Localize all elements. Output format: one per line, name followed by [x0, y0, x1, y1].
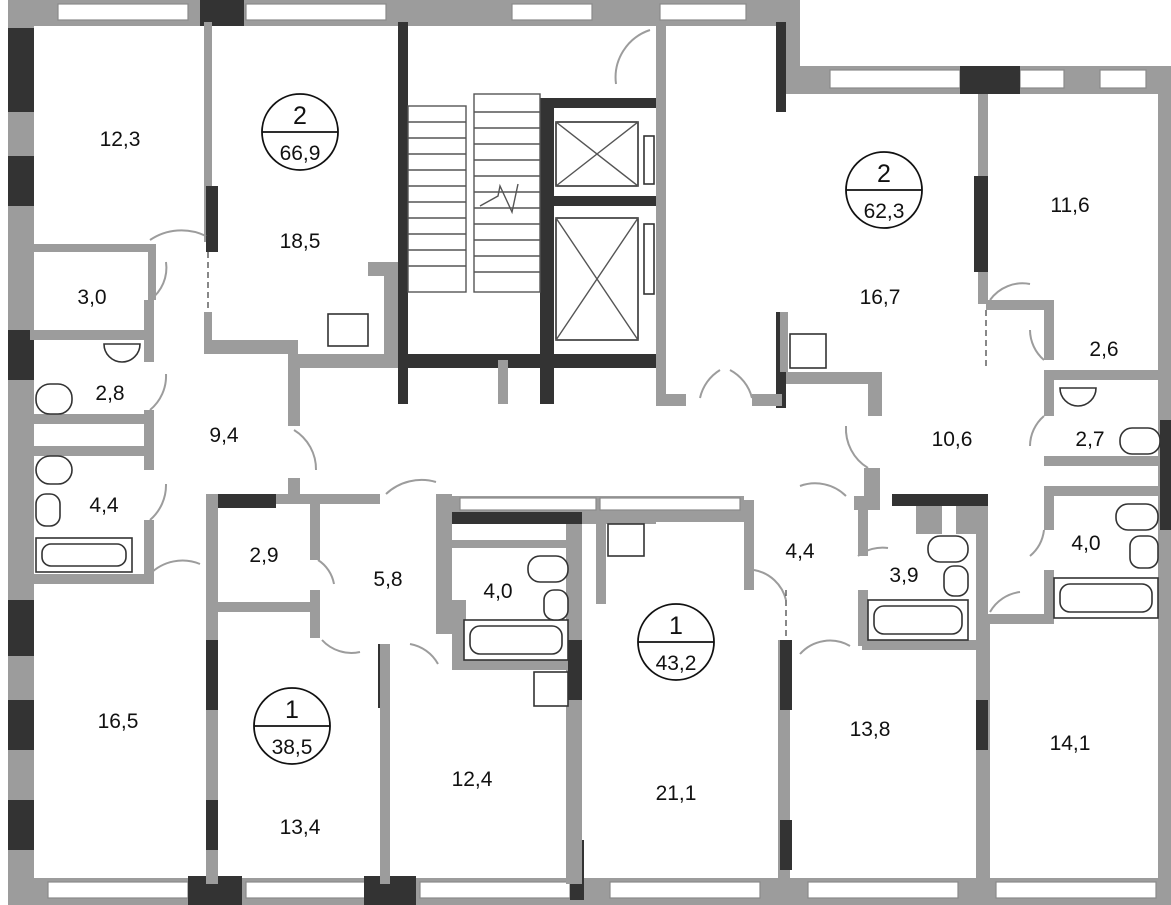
room-area-label: 2,7: [1075, 428, 1104, 451]
stairs: [407, 93, 541, 293]
apartment-total-area: 38,5: [272, 736, 313, 759]
room-area-label: 10,6: [932, 428, 973, 451]
room-area-label: 12,3: [100, 128, 141, 151]
apartment-total-area: 62,3: [864, 200, 905, 223]
apartment-badge: 2 62,3: [845, 151, 923, 229]
sanitary-fixtures: [35, 313, 1161, 707]
door-swings: [149, 29, 1045, 665]
room-labels: 12,3 18,5 3,0 2,8 9,4 4,4 16,5 2,9 5,8 4…: [77, 128, 1118, 839]
room-area-label: 18,5: [280, 230, 321, 253]
room-area-label: 4,0: [1071, 532, 1100, 555]
left-wall-piers: [8, 28, 1171, 850]
room-area-label: 3,0: [77, 286, 106, 309]
room-area-label: 2,9: [249, 544, 278, 567]
apartment-total-area: 66,9: [280, 142, 321, 165]
apartment-rooms-count: 1: [285, 696, 299, 724]
room-area-label: 4,0: [483, 580, 512, 603]
apartment-badge: 1 38,5: [253, 687, 331, 765]
room-area-label: 16,5: [98, 710, 139, 733]
room-area-label: 13,4: [280, 816, 321, 839]
room-area-label: 4,4: [89, 494, 119, 517]
core: [398, 22, 786, 408]
apartment-badge: 2 66,9: [261, 93, 339, 171]
interior-walls: [30, 22, 1160, 884]
apartment-rooms-count: 2: [877, 160, 891, 188]
windows-top: [57, 0, 1147, 94]
apartment-badge: 1 43,2: [637, 603, 715, 681]
room-area-label: 21,1: [656, 782, 697, 805]
elevators: [555, 121, 655, 341]
room-area-label: 2,6: [1089, 338, 1118, 361]
apartment-rooms-count: 2: [293, 102, 307, 130]
room-area-label: 13,8: [850, 718, 891, 741]
room-area-label: 16,7: [860, 286, 901, 309]
room-area-label: 5,8: [373, 568, 402, 591]
room-area-label: 9,4: [209, 424, 239, 447]
apartment-rooms-count: 1: [669, 612, 683, 640]
room-area-label: 3,9: [889, 564, 918, 587]
room-area-label: 11,6: [1050, 194, 1089, 217]
room-area-label: 4,4: [785, 540, 815, 563]
windows-bottom: [47, 840, 1157, 905]
room-area-label: 12,4: [452, 768, 493, 791]
apartment-total-area: 43,2: [656, 652, 697, 675]
room-area-label: 2,8: [95, 382, 124, 405]
room-area-label: 14,1: [1050, 732, 1091, 755]
